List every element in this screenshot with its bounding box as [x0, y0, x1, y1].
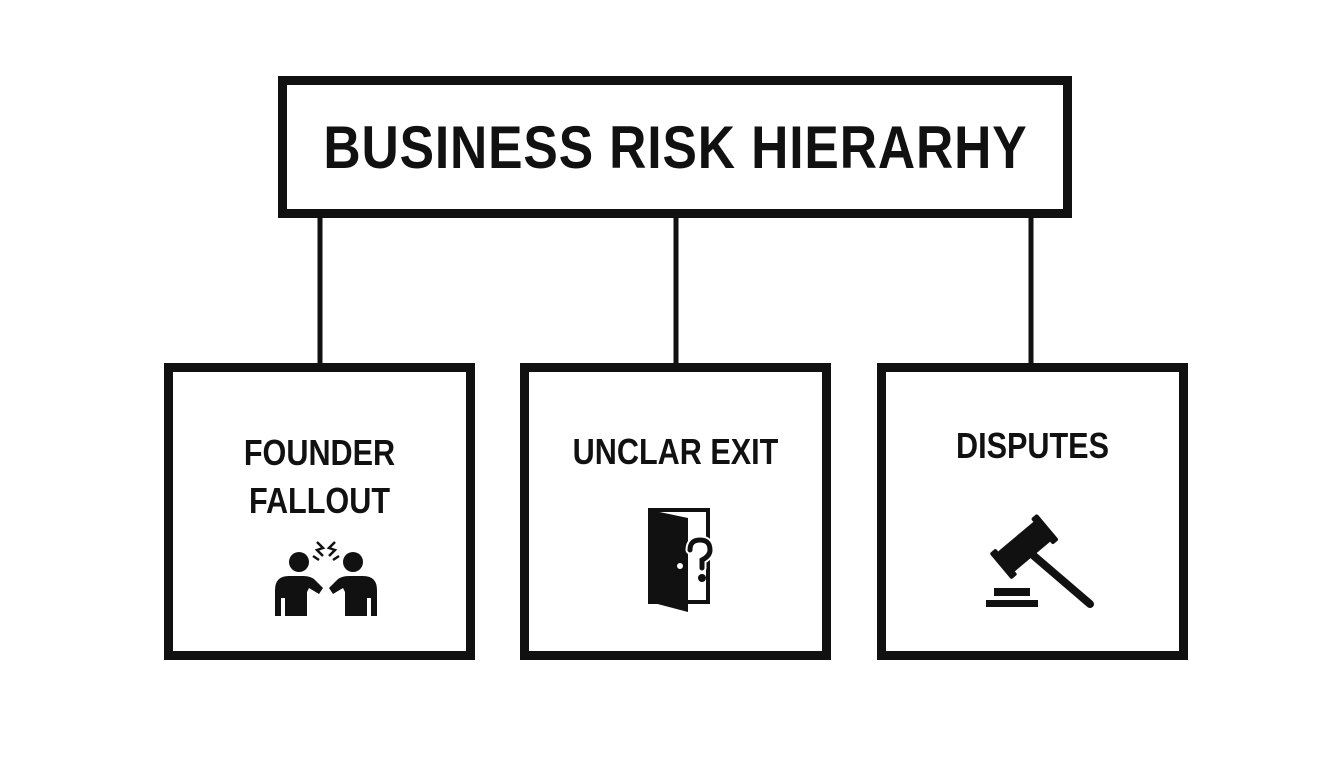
risk-box-disputes: DISPUTES — [877, 363, 1188, 660]
risk-label-founder-fallout: FOUNDER FALLOUT — [195, 429, 444, 525]
risk-label-line: FALLOUT — [248, 480, 391, 521]
risk-box-founder-fallout: FOUNDER FALLOUT — [164, 363, 475, 660]
gavel-icon — [978, 512, 1098, 612]
risk-label-line: FOUNDER — [243, 432, 396, 473]
risk-label-line: UNCLAR EXIT — [572, 431, 779, 472]
door-question-icon — [644, 506, 714, 616]
diagram-title: BUSINESS RISK HIERARHY — [322, 113, 1028, 181]
arguing-people-icon — [267, 536, 379, 616]
risk-label-unclear-exit: UNCLAR EXIT — [551, 428, 800, 476]
risk-label-disputes: DISPUTES — [908, 422, 1157, 470]
risk-box-unclear-exit: UNCLAR EXIT — [520, 363, 831, 660]
title-box: BUSINESS RISK HIERARHY — [278, 76, 1072, 218]
risk-label-line: DISPUTES — [955, 425, 1110, 466]
